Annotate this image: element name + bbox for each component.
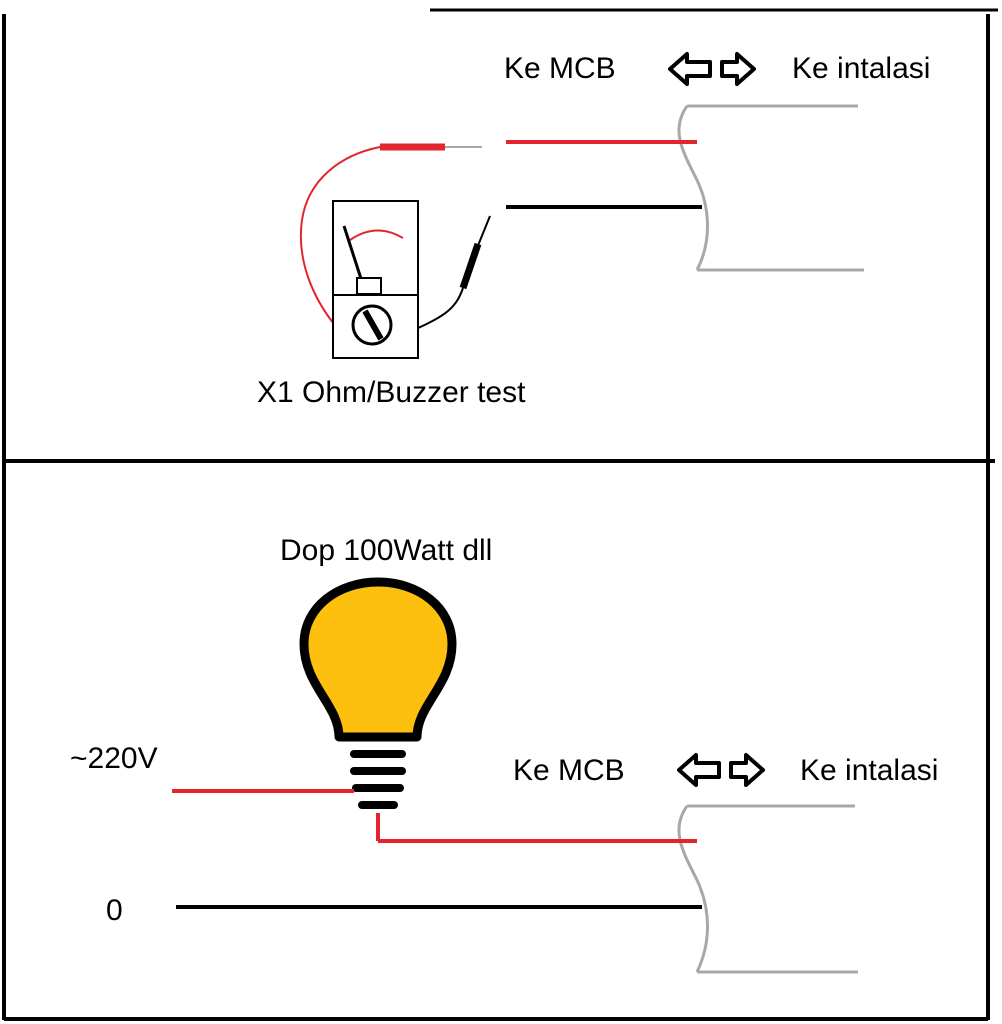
- bottom-live-wire: [172, 789, 697, 843]
- bottom-panel: Dop 100Watt dll ~220V 0 Ke MCB Ke intala…: [70, 534, 938, 974]
- meter-caption: X1 Ohm/Buzzer test: [257, 376, 526, 409]
- top-panel: Ke MCB Ke intalasi: [257, 52, 930, 409]
- bottom-label-installation: Ke intalasi: [800, 754, 938, 787]
- frame: [2, 8, 998, 1021]
- analog-multimeter-icon: [332, 200, 419, 359]
- bottom-left-right-arrows-icon: [677, 753, 765, 787]
- zero-label: 0: [106, 894, 123, 927]
- lamp-caption: Dop 100Watt dll: [280, 534, 492, 567]
- bottom-installation-cable: [677, 804, 858, 974]
- top-left-right-arrows-icon: [668, 52, 756, 86]
- voltage-label: ~220V: [70, 742, 158, 775]
- top-label-mcb: Ke MCB: [504, 52, 616, 85]
- bottom-label-mcb: Ke MCB: [513, 754, 625, 787]
- top-label-installation: Ke intalasi: [792, 52, 930, 85]
- light-bulb-icon: [299, 577, 457, 809]
- top-installation-cable: [677, 104, 864, 272]
- red-test-lead: [299, 143, 482, 325]
